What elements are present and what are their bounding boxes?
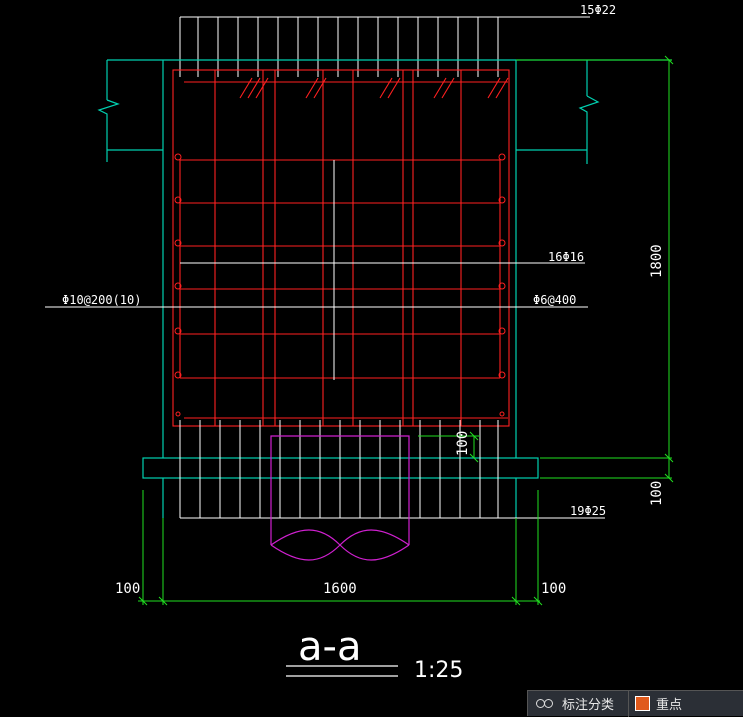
annotation-classify-label: 标注分类	[562, 697, 615, 712]
bottom-rebar-stubs	[179, 420, 499, 519]
link-icon[interactable]	[536, 697, 556, 711]
dimension-lines	[138, 55, 674, 606]
width-right-dimension: 100	[541, 581, 566, 597]
cover-bottom-dimension: 100	[649, 481, 665, 506]
section-title: a-a	[298, 624, 361, 670]
height-dimension: 1800	[649, 244, 665, 278]
width-main-dimension: 1600	[323, 581, 357, 597]
title-underline	[286, 665, 398, 677]
annotation-classify-button[interactable]: 标注分类	[562, 691, 622, 716]
pile	[270, 435, 410, 561]
status-bar: 标注分类 重点	[527, 690, 743, 717]
mid-rebar-label: 16Φ16	[548, 250, 584, 264]
bottom-rebar-label: 19Φ25	[570, 504, 606, 518]
stirrup-label: Φ10@200(10)	[62, 293, 141, 307]
section-scale: 1:25	[414, 658, 463, 683]
top-rebar-label: 15Φ22	[580, 3, 616, 17]
tie-label: Φ6@400	[533, 293, 576, 307]
cover-top-dimension: 100	[455, 431, 471, 456]
rebar-cage	[172, 69, 510, 427]
stirrup-hooks	[174, 153, 506, 417]
rebar-hooks	[239, 77, 509, 99]
point-toggle[interactable]: 重点	[635, 691, 690, 716]
top-rebar-stubs	[179, 16, 590, 77]
point-color-swatch	[635, 696, 651, 711]
status-divider	[628, 690, 630, 717]
width-left-dimension: 100	[115, 581, 140, 597]
point-label: 重点	[656, 697, 683, 712]
